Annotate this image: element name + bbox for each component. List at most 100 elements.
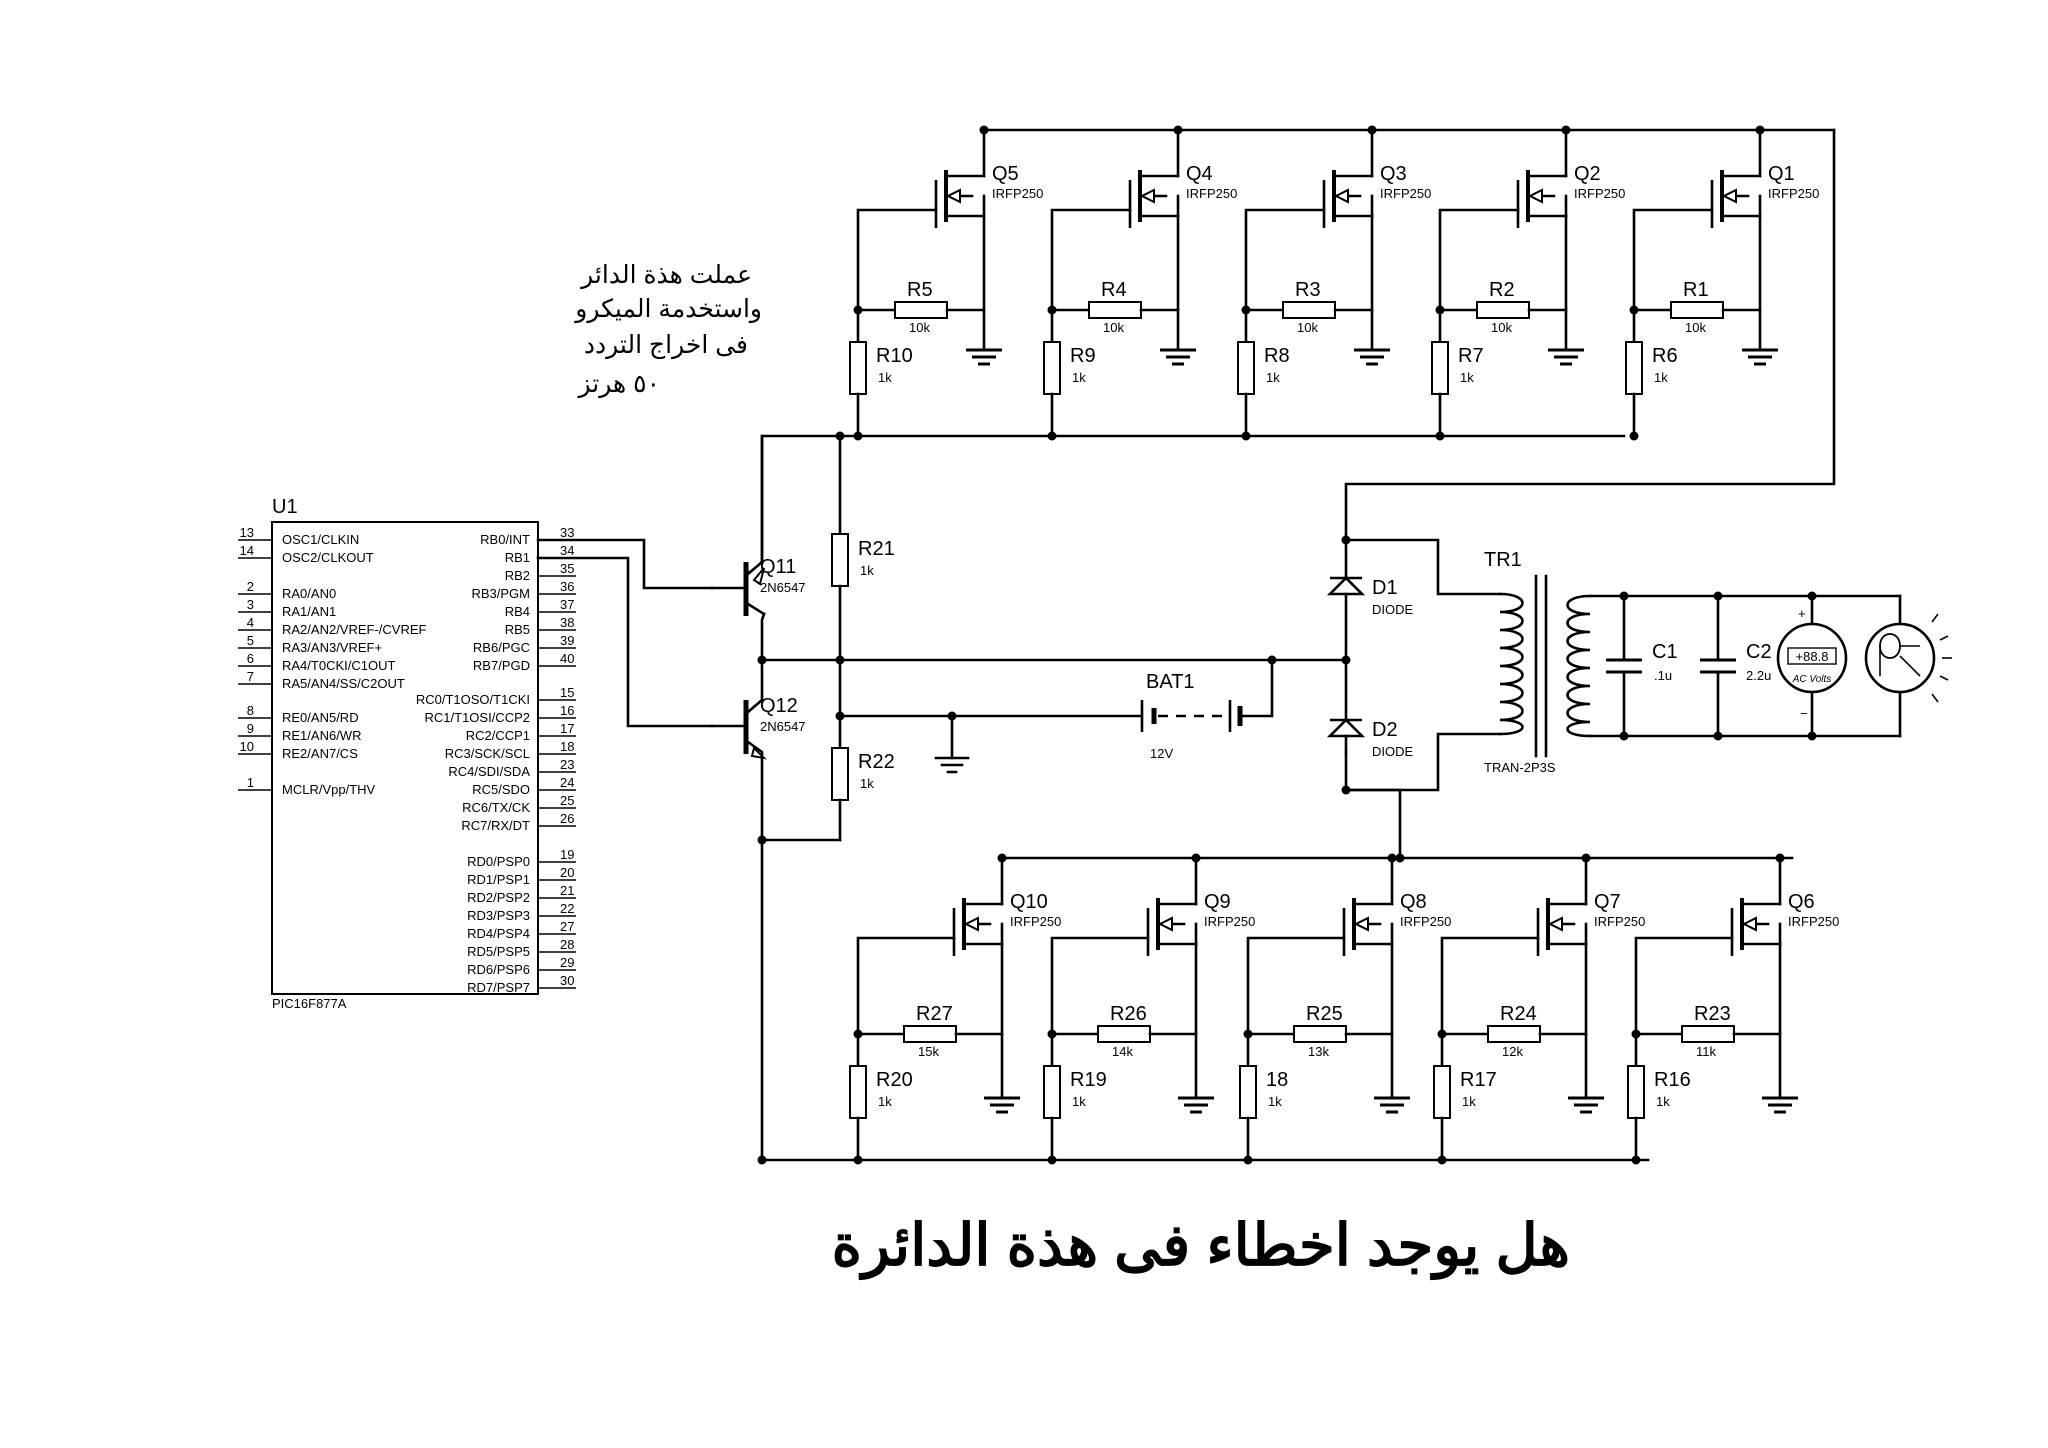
mosfet-arrow xyxy=(945,188,961,204)
mcu-left-pin-name: RE2/AN7/CS xyxy=(282,746,358,761)
mcu-right-pin-name: RC1/T1OSI/CCP2 xyxy=(425,710,530,725)
junction-dot xyxy=(853,431,863,441)
mcu-right-pin-num: 16 xyxy=(560,703,574,718)
mcu-right-pin-num: 17 xyxy=(560,721,574,736)
mcu-left-pin-name: OSC2/CLKOUT xyxy=(282,550,374,565)
mcu-left-pin-num: 4 xyxy=(247,615,254,630)
c1-val: .1u xyxy=(1654,668,1672,683)
mosfet-gate-wire xyxy=(1632,208,1714,312)
bat1-val: 12V xyxy=(1150,746,1173,761)
mcu-right-pins: 33RB0/INT34RB135RB236RB3/PGM37RB438RB539… xyxy=(416,525,576,995)
mcu-left-pin-num: 2 xyxy=(247,579,254,594)
mosfet-ref: Q7 xyxy=(1594,891,1621,913)
junction-dot xyxy=(1807,591,1817,601)
junction-dot xyxy=(1713,591,1723,601)
rs-val: 10k xyxy=(1685,320,1706,335)
mcu-right-pin-name: RC0/T1OSO/T1CKI xyxy=(416,692,530,707)
junction-dot xyxy=(1437,1029,1447,1039)
junction-dot xyxy=(1629,431,1639,441)
junction-dot xyxy=(1047,1029,1057,1039)
mcu-part: PIC16F877A xyxy=(272,996,347,1011)
mosfet-val: IRFP250 xyxy=(1400,914,1451,929)
junction-dot xyxy=(1631,1155,1641,1165)
meter-minus: − xyxy=(1800,706,1808,721)
mosfet-gate-wire xyxy=(1244,208,1326,312)
rg-val: 1k xyxy=(1460,370,1474,385)
junction-dot xyxy=(1561,125,1571,135)
mosfet-gate-wire xyxy=(1050,936,1150,1036)
resistor-r2 xyxy=(1476,301,1530,319)
mcu-right-pin-num: 25 xyxy=(560,793,574,808)
rs-ref: R2 xyxy=(1489,279,1515,301)
junction-dot xyxy=(1241,431,1251,441)
tr1-val: TRAN-2P3S xyxy=(1484,760,1556,775)
junction-dot xyxy=(1775,853,1785,863)
junction-dot xyxy=(1243,1029,1253,1039)
bat1-ref: BAT1 xyxy=(1146,671,1195,693)
mcu-right-pin-name: RD2/PSP2 xyxy=(467,890,530,905)
mcu-right-pin-num: 22 xyxy=(560,901,574,916)
wire-q11-collector xyxy=(760,434,842,564)
rg-val: 1k xyxy=(1266,370,1280,385)
resistor-18 xyxy=(1239,1065,1257,1119)
resistor-r27 xyxy=(903,1025,957,1043)
junction-dot xyxy=(1755,125,1765,135)
wire-emitters xyxy=(760,612,766,702)
mcu-right-pin-name: RD7/PSP7 xyxy=(467,980,530,995)
rg-ref: R8 xyxy=(1264,345,1290,367)
rg-val: 1k xyxy=(878,1094,892,1109)
mosfet-val: IRFP250 xyxy=(1204,914,1255,929)
mcu-right-pin-num: 34 xyxy=(560,543,574,558)
mosfet-gate-wire xyxy=(1438,208,1520,312)
wire-bottom-drain-return xyxy=(1344,750,1402,860)
mcu-right-pin-num: 20 xyxy=(560,865,574,880)
ac-voltmeter: +88.8 AC Volts + − xyxy=(1776,594,1848,738)
wire-top-drain-return xyxy=(1344,128,1836,538)
junction-dot xyxy=(1173,125,1183,135)
mcu-right-pin-num: 21 xyxy=(560,883,574,898)
mcu-left-pin-name: RA4/T0CKI/C1OUT xyxy=(282,658,395,673)
wire-primary-top xyxy=(1344,538,1502,596)
question-text: هل يوجد اخطاء فى هذة الدائرة xyxy=(832,1213,1570,1281)
resistor-r10 xyxy=(849,341,867,395)
q12-ref: Q12 xyxy=(760,695,798,717)
mosfet-ref: Q6 xyxy=(1788,891,1815,913)
mosfet-val: IRFP250 xyxy=(1380,186,1431,201)
rs-ref: R24 xyxy=(1500,1003,1537,1025)
rs-val: 12k xyxy=(1502,1044,1523,1059)
battery-bat1: BAT1 12V xyxy=(838,658,1274,761)
rg-ref: R20 xyxy=(876,1069,913,1091)
junction-dot xyxy=(1191,853,1201,863)
mcu-right-pin-name: RD3/PSP3 xyxy=(467,908,530,923)
resistor-r23 xyxy=(1681,1025,1735,1043)
q12-val: 2N6547 xyxy=(760,719,806,734)
mcu-left-pin-num: 10 xyxy=(240,739,254,754)
rg-ref: R16 xyxy=(1654,1069,1691,1091)
junction-dots xyxy=(757,125,1817,1165)
rs-ref: R3 xyxy=(1295,279,1321,301)
junction-dot xyxy=(835,431,845,441)
mosfet-arrow xyxy=(1353,916,1369,932)
resistor-r1 xyxy=(1670,301,1724,319)
mcu-right-pin-num: 36 xyxy=(560,579,574,594)
wire-rb0 xyxy=(536,538,714,590)
junction-dot xyxy=(757,835,767,845)
d1-val: DIODE xyxy=(1372,602,1414,617)
mosfet-ref: Q2 xyxy=(1574,163,1601,185)
rg-ref: R19 xyxy=(1070,1069,1107,1091)
mosfet-gate-wire xyxy=(1246,936,1346,1036)
mcu-right-pin-name: RD0/PSP0 xyxy=(467,854,530,869)
junction-dot xyxy=(1047,1155,1057,1165)
mosfet-val: IRFP250 xyxy=(1768,186,1819,201)
resistor-r4 xyxy=(1088,301,1142,319)
c2-val: 2.2u xyxy=(1746,668,1771,683)
junction-dot xyxy=(1267,655,1277,665)
mcu-right-pin-name: RC3/SCK/SCL xyxy=(445,746,530,761)
junction-dot xyxy=(1435,431,1445,441)
mosfet-val: IRFP250 xyxy=(1594,914,1645,929)
lamp-icon xyxy=(1864,594,1952,738)
